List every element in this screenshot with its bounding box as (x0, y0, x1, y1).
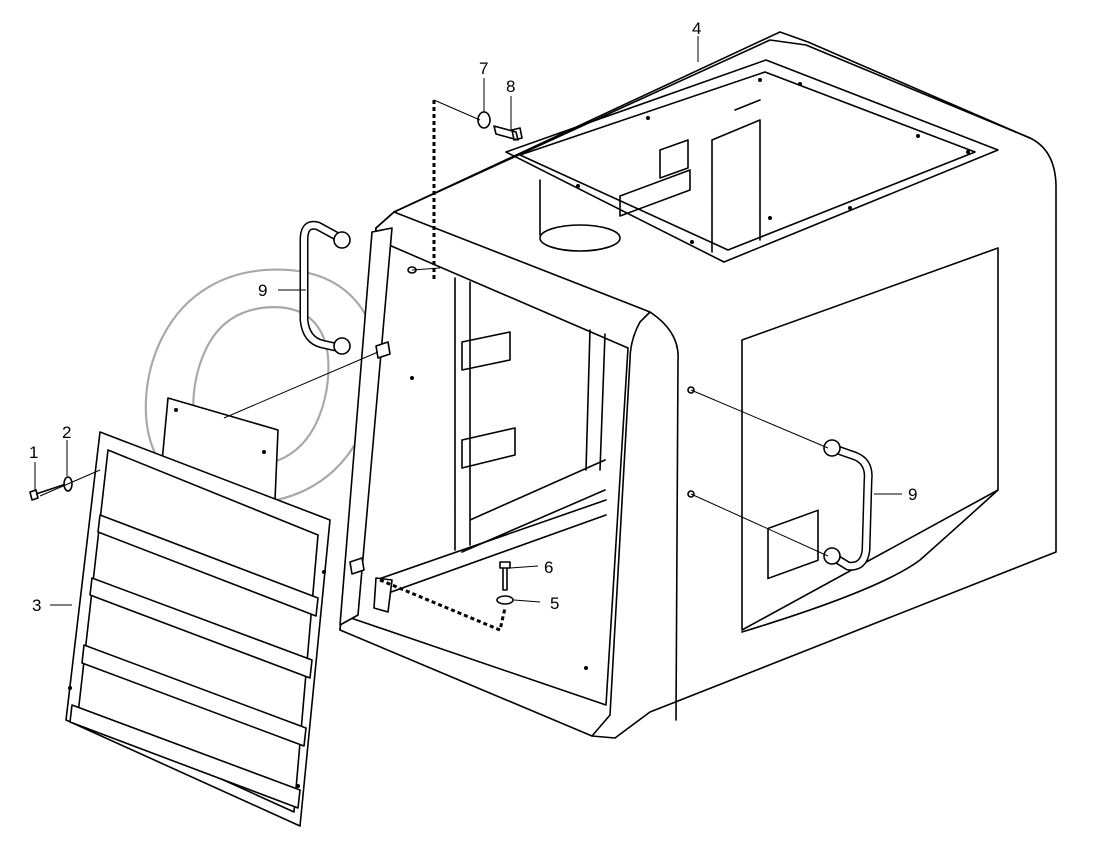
callout-9-right: 9 (908, 485, 917, 504)
callout-3: 3 (32, 596, 41, 615)
side-hinge-upper (461, 331, 511, 371)
handle-left (299, 220, 351, 355)
ladder-inner (77, 449, 319, 813)
rear-inner-frame (539, 99, 761, 253)
callout-leaders (34, 36, 902, 606)
handle-left-bar-inner (301, 222, 342, 351)
side-rail (339, 227, 393, 626)
inner-posts (454, 277, 606, 553)
hinge-pin-lower (349, 557, 365, 575)
ladder-rung-3 (81, 644, 307, 747)
callout-9-left: 9 (258, 281, 267, 300)
bolt-part-1 (29, 483, 67, 501)
callout-8: 8 (506, 77, 515, 96)
dashed-path-bottom (379, 578, 507, 633)
bolt-part-8 (493, 125, 523, 141)
assembly-lines (39, 99, 829, 633)
side-hinge-lower (461, 427, 516, 469)
bottom-rail (375, 499, 607, 597)
lower-bracket (373, 577, 393, 613)
cabin-shell (339, 39, 1057, 739)
bolt-dots (410, 78, 970, 670)
callout-5: 5 (550, 594, 559, 613)
handle-right (823, 439, 873, 571)
callouts: 1 2 3 4 5 6 7 8 9 9 (29, 19, 917, 615)
cabin-body (339, 31, 1057, 739)
fasteners (29, 111, 695, 605)
callout-2: 2 (62, 423, 71, 442)
callout-4: 4 (692, 19, 701, 38)
hinge-pin-upper (375, 341, 391, 359)
side-plate (767, 509, 819, 580)
callout-6: 6 (544, 558, 553, 577)
roof-flange (393, 31, 1031, 263)
washer-part-5 (496, 595, 514, 605)
rear-hinge (659, 139, 689, 179)
callout-7: 7 (479, 59, 488, 78)
side-window-inner (741, 489, 999, 633)
ladder-rung-1 (97, 514, 319, 617)
roof-hole (539, 224, 621, 252)
ladder-rung-4 (69, 704, 301, 809)
handle-right-bar-inner (830, 445, 872, 570)
step-ladder (65, 431, 331, 827)
ladder-rung-2 (89, 577, 313, 679)
callout-1: 1 (29, 443, 38, 462)
